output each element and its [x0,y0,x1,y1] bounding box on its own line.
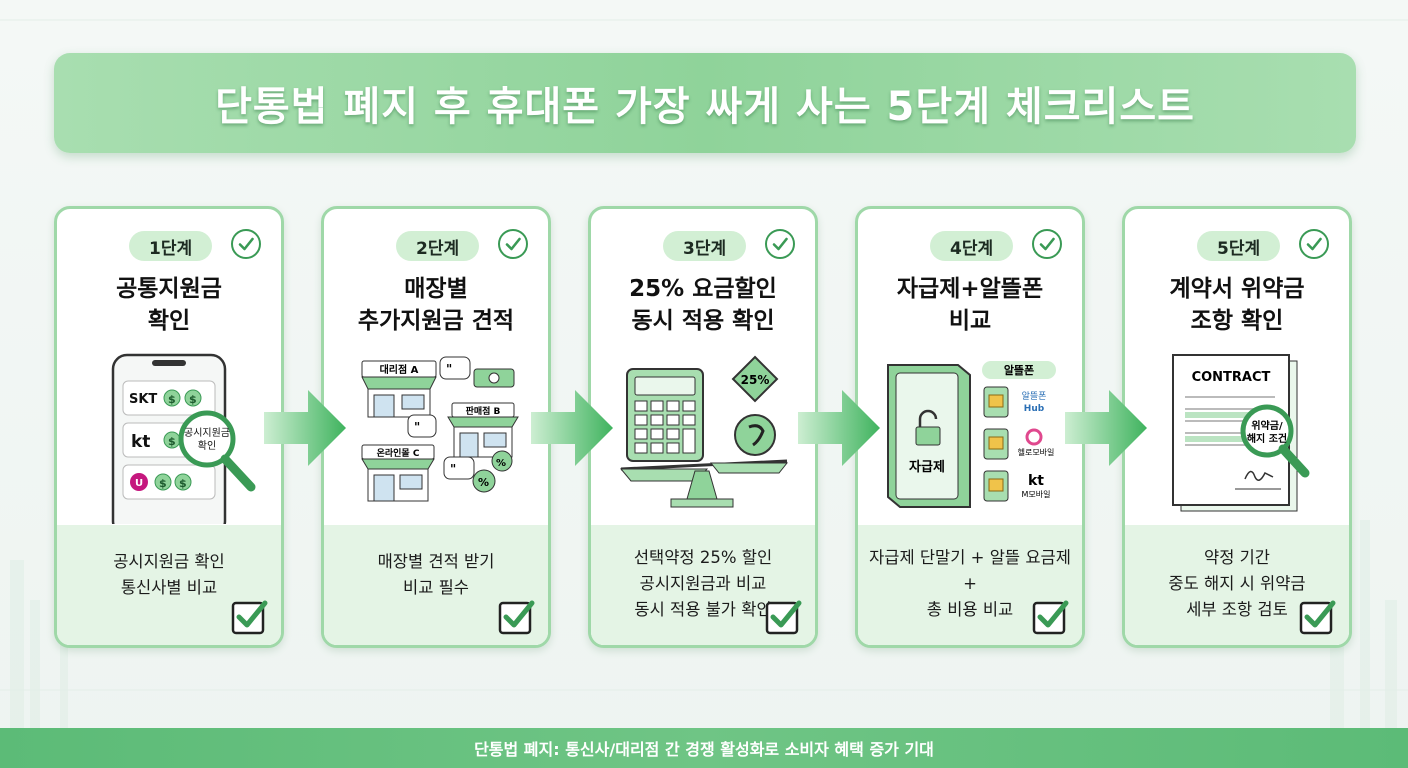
svg-text:헬로모바일: 헬로모바일 [1018,447,1055,457]
checkbox-checked-icon [1299,600,1336,635]
arrow-right-icon [798,390,880,466]
footer-note: 단통법 폐지: 통신사/대리점 간 경쟁 활성화로 소비자 혜택 증가 기대 [474,740,934,759]
svg-text:해지 조건: 해지 조건 [1247,432,1287,445]
step-badge: 2단계 [396,231,480,261]
footer-bar: 단통법 폐지: 통신사/대리점 간 경쟁 활성화로 소비자 혜택 증가 기대 [0,728,1408,768]
step-badge: 3단계 [663,231,747,261]
svg-text:알뜰폰: 알뜰폰 [1022,391,1047,402]
svg-text:공시지원금: 공시지원금 [184,427,230,439]
svg-text:%: % [478,476,489,489]
svg-text:": " [414,420,420,434]
svg-text:%: % [496,458,506,469]
svg-text:온라인몰 C: 온라인몰 C [377,447,420,459]
svg-text:25%: 25% [741,373,770,387]
arrow-right-icon [1065,390,1147,466]
step-description-panel: 자급제 단말기 + 알뜰 요금제+총 비용 비교 [858,525,1082,645]
unlocked-phone-sim-icon: 자급제 알뜰폰 알뜰폰 Hub 헬로모바일 kt M모바일 [887,361,1056,508]
check-circle-icon [1032,229,1062,259]
svg-text:U: U [135,478,143,489]
svg-text:위약금/: 위약금/ [1251,419,1283,432]
svg-text:kt: kt [131,432,150,452]
svg-text:": " [450,462,456,476]
svg-text:확인: 확인 [198,440,216,452]
checkbox-checked-icon [498,600,535,635]
phone-carrier-compare-icon: SKT $ $ kt $ U $ $ 공시지원금 확인 [111,353,256,524]
svg-text:SKT: SKT [129,392,157,407]
checkbox-checked-icon [231,600,268,635]
svg-text:$: $ [168,393,176,406]
svg-text:$: $ [189,393,197,406]
svg-text:대리점 A: 대리점 A [380,363,419,376]
arrow-right-icon [531,390,613,466]
check-circle-icon [765,229,795,259]
page-title: 단통법 폐지 후 휴대폰 가장 싸게 사는 5단계 체크리스트 [215,84,1195,130]
svg-text:Hub: Hub [1024,404,1045,414]
svg-text:자급제: 자급제 [909,460,945,475]
arrow-right-icon [264,390,346,466]
checkbox-checked-icon [1032,600,1069,635]
svg-text:kt: kt [1028,473,1044,489]
title-banner: 단통법 폐지 후 휴대폰 가장 싸게 사는 5단계 체크리스트 [54,53,1356,153]
check-circle-icon [498,229,528,259]
svg-text:$: $ [159,477,167,490]
step-badge: 4단계 [930,231,1014,261]
check-circle-icon [231,229,261,259]
step-badge: 5단계 [1197,231,1281,261]
svg-text:CONTRACT: CONTRACT [1192,370,1271,385]
store-compare-icon: 대리점 A " 판매점 B " 온라인몰 C " % % [361,356,519,502]
calculator-scale-icon: 25% [619,355,789,508]
step-badge: 1단계 [129,231,213,261]
svg-text:$: $ [168,435,176,448]
svg-text:M모바일: M모바일 [1022,489,1051,499]
checkbox-checked-icon [765,600,802,635]
check-circle-icon [1299,229,1329,259]
svg-text:알뜰폰: 알뜰폰 [1004,363,1034,377]
contract-magnifier-icon: CONTRACT 위약금/ 해지 조건 [1172,354,1310,512]
step-description: 자급제 단말기 + 알뜰 요금제+총 비용 비교 [869,548,1071,619]
svg-text:판매점 B: 판매점 B [466,405,501,417]
svg-text:$: $ [179,477,187,490]
svg-text:": " [446,362,452,376]
